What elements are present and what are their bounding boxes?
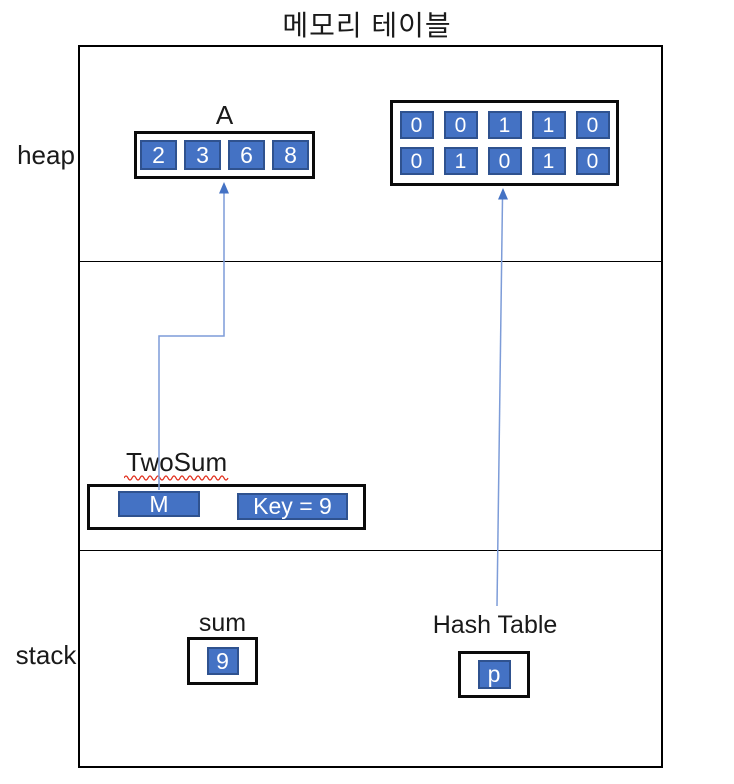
map-variable-m: M	[118, 491, 200, 517]
array-a-label: A	[215, 100, 234, 130]
sum-variable-box: 9	[187, 637, 258, 685]
spellcheck-squiggle-underline	[124, 475, 229, 481]
stack-region-label: stack	[15, 640, 77, 670]
key-variable: Key = 9	[237, 493, 348, 520]
twosum-stack-frame-box: M Key = 9	[87, 484, 366, 530]
hash-grid-cell: 1	[487, 111, 522, 139]
memory-frame	[78, 45, 663, 768]
hash-grid-cell: 1	[443, 147, 478, 175]
heap-region-label: heap	[17, 140, 75, 170]
hash-grid-cell: 0	[399, 147, 434, 175]
hash-grid-row: 0 0 1 1 0	[393, 111, 616, 139]
diagram-title: 메모리 테이블	[282, 10, 452, 41]
array-a-cell: 8	[272, 140, 309, 170]
hash-grid-row: 0 1 0 1 0	[393, 147, 616, 175]
heap-section-divider	[78, 261, 663, 262]
array-a-cell: 6	[228, 140, 265, 170]
hash-table-label: Hash Table	[432, 611, 558, 639]
hash-table-pointer-box: p	[458, 651, 530, 698]
hash-grid-cell: 0	[575, 111, 610, 139]
array-a-cell: 2	[140, 140, 177, 170]
array-a-box: 2 3 6 8	[134, 131, 315, 179]
stack-section-divider	[78, 550, 663, 551]
hash-grid-cell: 0	[443, 111, 478, 139]
hash-grid-cell: 0	[575, 147, 610, 175]
hash-grid-cell: 0	[399, 111, 434, 139]
pointer-value-cell: p	[477, 660, 511, 689]
hash-grid-cell: 1	[531, 111, 566, 139]
sum-value-cell: 9	[206, 647, 239, 675]
hash-grid-cell: 1	[531, 147, 566, 175]
sum-variable-label: sum	[198, 609, 247, 637]
hash-grid-cell: 0	[487, 147, 522, 175]
array-a-cell: 3	[184, 140, 221, 170]
hash-table-grid-box: 0 0 1 1 0 0 1 0 1 0	[390, 100, 619, 186]
